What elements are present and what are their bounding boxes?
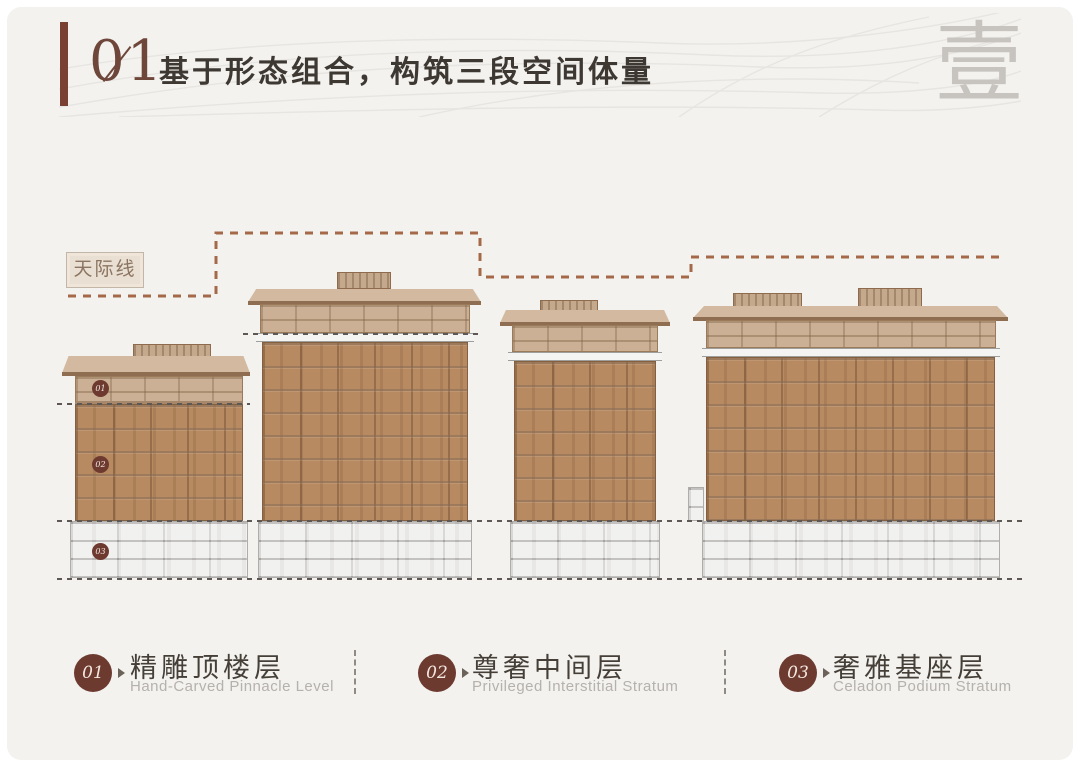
legend-divider-2 xyxy=(724,650,726,694)
skyline-label: 天际线 xyxy=(66,252,144,288)
building-badge-03: 03 xyxy=(92,543,109,560)
ground-level-dashed-line xyxy=(57,578,1023,580)
building-4-podium-annex xyxy=(688,487,704,521)
pinnacle-level-dashed-line xyxy=(57,403,250,405)
building-4-rooftop-box-right xyxy=(858,288,922,307)
podium-level-dashed-line xyxy=(57,520,1023,522)
legend-badge-03: 03 xyxy=(779,654,817,692)
building-1-eave-edge xyxy=(62,372,250,376)
building-4-eave xyxy=(693,306,1008,318)
building-2-band-dashed-line xyxy=(243,333,483,335)
building-3-eave-edge xyxy=(500,322,670,326)
building-3-pinnacle-section xyxy=(512,325,658,352)
building-4-pinnacle-section xyxy=(706,320,996,348)
legend-subtitle-pinnacle: Hand-Carved Pinnacle Level xyxy=(130,678,334,695)
building-4-eave-edge xyxy=(693,317,1008,321)
page-title: 基于形态组合，构筑三段空间体量 xyxy=(159,56,654,89)
building-1-rooftop-box xyxy=(133,344,211,358)
section-number: 01 xyxy=(89,29,165,94)
building-4-transfer-band xyxy=(702,348,1000,357)
building-2-middle-section xyxy=(262,342,468,521)
legend-title-pinnacle: 精雕顶楼层 xyxy=(130,653,285,684)
legend-divider-1 xyxy=(354,650,356,694)
legend-subtitle-middle: Privileged Interstitial Stratum xyxy=(472,678,679,695)
header-accent-bar xyxy=(60,22,68,106)
chapter-watermark: 壹 xyxy=(935,12,1024,115)
legend-badge-01: 01 xyxy=(74,654,112,692)
building-2-pinnacle-section xyxy=(260,304,470,333)
legend-pointer-icon-3 xyxy=(823,668,830,678)
legend-pointer-icon-1 xyxy=(118,668,125,678)
legend-pointer-icon-2 xyxy=(462,668,469,678)
building-badge-02: 02 xyxy=(92,456,109,473)
building-4-rooftop-box-left xyxy=(733,293,802,307)
building-2-rooftop-box xyxy=(337,272,391,289)
building-4-podium-section xyxy=(702,521,1000,578)
building-badge-01: 01 xyxy=(92,380,109,397)
building-4-middle-section xyxy=(706,357,995,521)
building-3-middle-section xyxy=(514,361,656,521)
legend-badge-02: 02 xyxy=(418,654,456,692)
building-3-rooftop-box xyxy=(540,300,598,311)
building-1-eave xyxy=(62,356,250,373)
building-3-eave xyxy=(500,310,670,323)
slide: 壹 01 基于形态组合，构筑三段空间体量 01 02 03 天际线 xyxy=(7,7,1073,760)
legend-subtitle-podium: Celadon Podium Stratum xyxy=(833,678,1012,695)
legend-title-middle: 尊奢中间层 xyxy=(472,653,627,684)
legend-title-podium: 奢雅基座层 xyxy=(833,653,988,684)
building-3-transfer-band xyxy=(508,352,662,361)
building-2-podium-section xyxy=(258,521,472,578)
building-2-eave-edge xyxy=(248,301,481,305)
building-3-podium-section xyxy=(510,521,660,578)
